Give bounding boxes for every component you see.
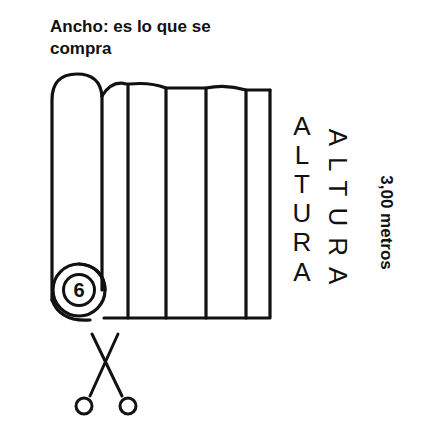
dimension: 3,00 metros xyxy=(378,175,395,270)
panel-line xyxy=(244,90,247,318)
height-rotated: ALTURA xyxy=(325,129,351,296)
roll-edge xyxy=(100,96,103,290)
panel-line xyxy=(126,86,129,318)
panel-line xyxy=(204,88,207,318)
panel-line xyxy=(164,88,167,318)
roll-core-circle: 6 xyxy=(62,273,96,307)
width-note: Ancho: es lo que se compra xyxy=(50,16,250,60)
roll-number: 6 xyxy=(73,280,84,300)
height-vertical: ALTURA xyxy=(289,112,315,287)
scissors-symbol xyxy=(76,334,136,414)
roll-outline xyxy=(52,74,102,300)
roll-end-outer xyxy=(53,264,105,316)
